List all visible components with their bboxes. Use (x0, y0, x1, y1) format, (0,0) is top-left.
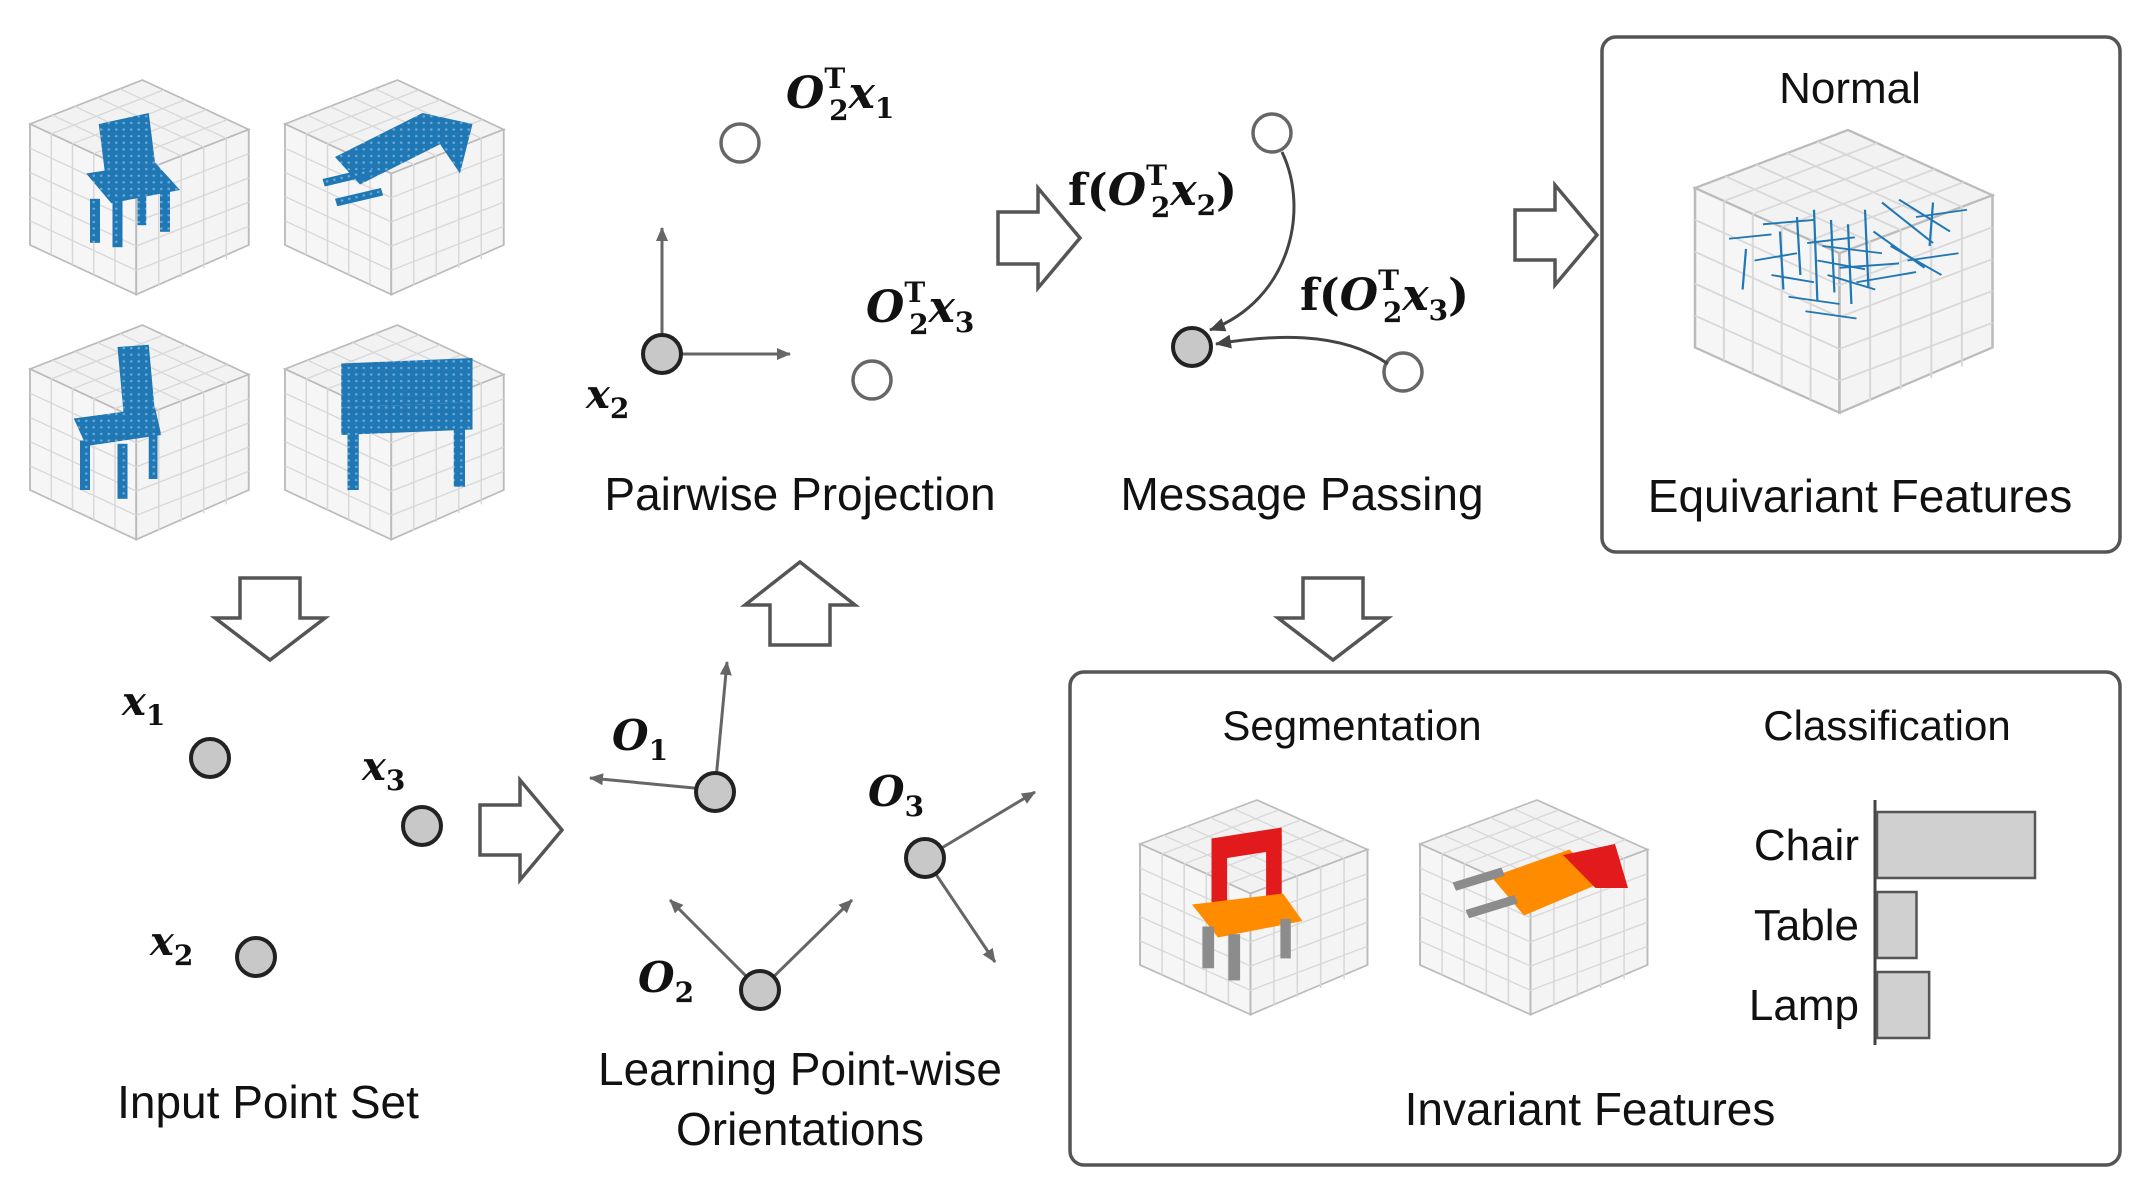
bar-label-table: Table (1754, 901, 1859, 950)
input-chair-cloud-3 (29, 324, 250, 541)
segmentation-label: Segmentation (1222, 702, 1481, 749)
label-O2: O2 (638, 953, 694, 1009)
projected-point-x3 (851, 359, 893, 401)
bar-table (1875, 890, 1918, 960)
normal-label: Normal (1779, 64, 1921, 113)
bar-chair (1875, 810, 2037, 880)
input-point-set: x1 x3 x2 Input Point Set (117, 678, 443, 1128)
orientation-node-O3 (904, 837, 946, 879)
right-arrow-icon-3 (1513, 180, 1600, 290)
label-O3: O3 (868, 767, 924, 823)
segmentation-chair-1 (1139, 799, 1369, 1016)
down-arrow-icon (209, 576, 331, 663)
invariant-features-panel: Segmentation Classification ChairTableLa… (1068, 670, 2122, 1167)
point-x1 (189, 737, 231, 779)
input-point-set-label: Input Point Set (117, 1076, 419, 1128)
point-x2 (235, 936, 277, 978)
down-arrow-icon-2 (1272, 576, 1394, 663)
classification-label: Classification (1763, 702, 2010, 749)
right-arrow-icon-2 (996, 183, 1083, 293)
orientation-node-O2 (739, 969, 781, 1011)
input-chair-cloud-4 (284, 324, 505, 541)
input-chair-cloud-2 (284, 79, 505, 296)
right-arrow-icon (478, 775, 565, 885)
message-target-node (1171, 326, 1213, 368)
normal-vector-plot (1693, 128, 1994, 415)
label-x3: x3 (361, 743, 405, 797)
message-passing-label: Message Passing (1120, 468, 1483, 520)
up-arrow-icon (739, 559, 861, 647)
bar-label-chair: Chair (1754, 821, 1859, 870)
input-chair-cloud-1 (29, 79, 250, 296)
equivariant-features-label: Equivariant Features (1648, 470, 2072, 522)
invariant-features-label: Invariant Features (1405, 1083, 1776, 1135)
message-source-2 (1382, 351, 1424, 393)
pairwise-projection-label: Pairwise Projection (604, 468, 995, 520)
projected-point-x1 (719, 122, 761, 164)
equivariant-features-panel: Normal Equivariant Features (1600, 35, 2122, 554)
label-x2: x2 (149, 918, 193, 972)
bar-lamp (1875, 970, 1931, 1040)
projection-origin-x2 (641, 333, 683, 375)
orientation-node-O1 (694, 771, 736, 813)
label-x1: x1 (121, 678, 165, 732)
learning-orientations-label-line2: Orientations (676, 1103, 924, 1155)
segmentation-chair-2 (1419, 799, 1649, 1016)
bar-label-lamp: Lamp (1749, 981, 1859, 1030)
label-O1: O1 (612, 711, 668, 767)
learning-orientations: O1 O2 O3 Learning Point-wise Orientation… (589, 661, 1036, 1155)
point-x3 (401, 805, 443, 847)
message-source-1 (1251, 112, 1293, 154)
learning-orientations-label-line1: Learning Point-wise (598, 1043, 1002, 1095)
label-proj-x2: x2 (585, 371, 629, 425)
